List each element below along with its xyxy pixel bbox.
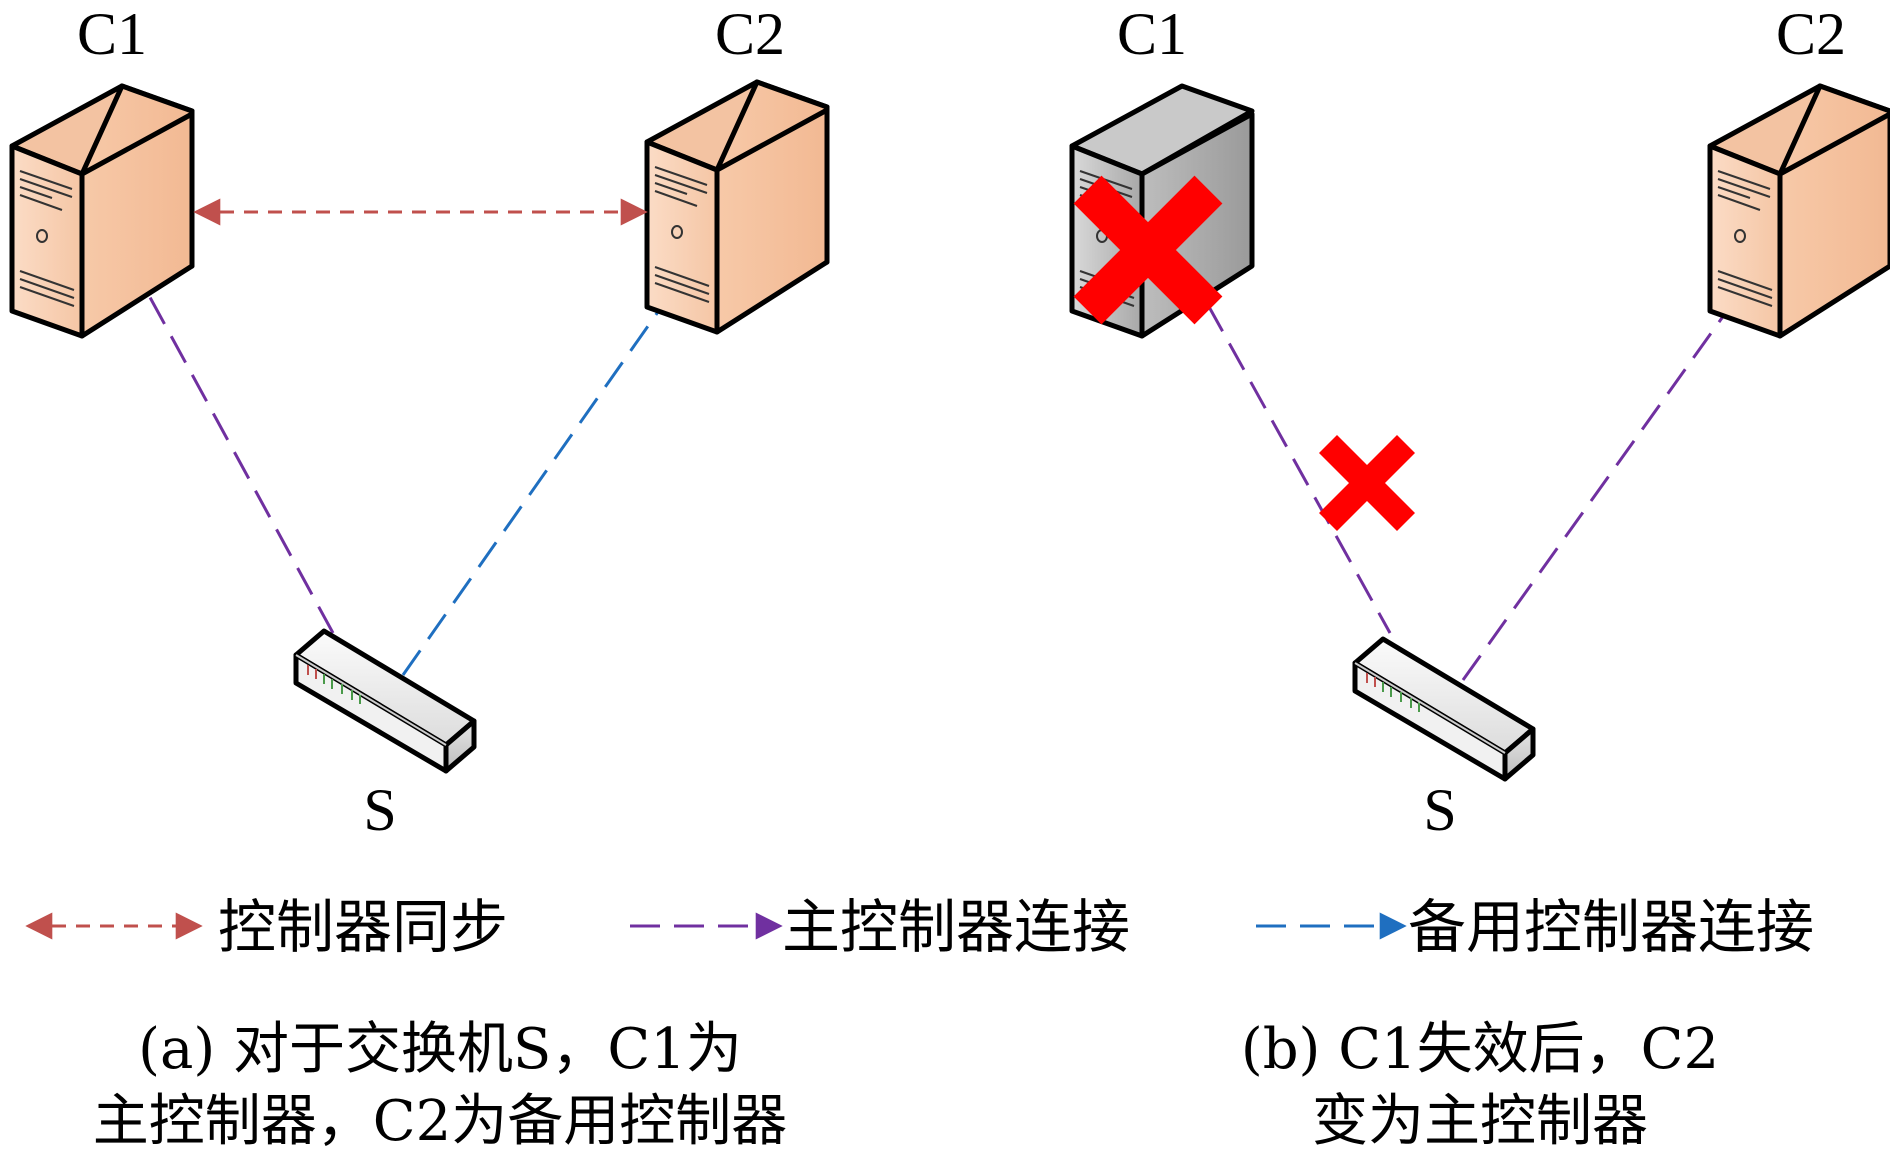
panel-b-caption-line1: (b) C1失效后，C2 [1241, 1017, 1719, 1082]
legend-primary-label: 主控制器连接 [782, 893, 1130, 961]
panel-a-c1-label: C1 [77, 1, 147, 67]
panel-a: C1 C2 S [12, 1, 827, 843]
panel-b-failed-connection [1206, 304, 1392, 634]
panel-a-switch-label: S [363, 777, 396, 843]
panel-a-c1-server-icon [12, 86, 192, 336]
panel-a-backup-connection [401, 202, 735, 676]
panel-b-caption-line2: 变为主控制器 [1312, 1089, 1648, 1154]
panel-b-c1-label: C1 [1117, 1, 1187, 67]
panel-b-switch-label: S [1423, 777, 1456, 843]
panel-a-c2-server-icon [647, 82, 827, 332]
panel-b-c2-label: C2 [1776, 1, 1846, 67]
panel-b-c2-server-icon [1710, 86, 1890, 336]
panel-b-switch-icon [1355, 639, 1533, 779]
panel-b: C1 C2 S [1072, 1, 1890, 843]
panel-b-primary-connection [1461, 210, 1799, 681]
panel-b-link-failure-icon [1319, 435, 1415, 531]
panel-a-caption-line2: 主控制器，C2为备用控制器 [93, 1089, 787, 1154]
legend-backup-label: 备用控制器连接 [1408, 893, 1814, 961]
legend-sync-label: 控制器同步 [218, 893, 508, 961]
panel-a-c2-label: C2 [715, 1, 785, 67]
legend: 控制器同步 主控制器连接 备用控制器连接 [25, 893, 1814, 961]
panel-a-caption-line1: (a) 对于交换机S，C1为 [138, 1017, 742, 1082]
panel-a-switch-icon [296, 631, 474, 771]
captions: (a) 对于交换机S，C1为 主控制器，C2为备用控制器 (b) C1失效后，C… [93, 1017, 1719, 1154]
